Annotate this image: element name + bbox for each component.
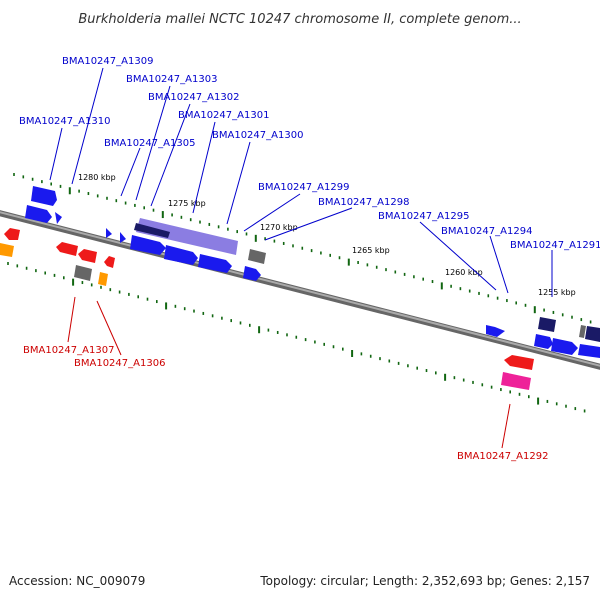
gene-arrow[interactable] [56, 242, 78, 256]
kbp-label: 1280 kbp [78, 173, 116, 182]
gene-label[interactable]: BMA10247_A1294 [441, 226, 532, 237]
gene-arrow[interactable] [134, 223, 170, 238]
gene-box[interactable] [585, 326, 600, 342]
gene-arrow[interactable] [578, 344, 600, 358]
gene-arrow[interactable] [534, 334, 553, 349]
kbp-label: 1270 kbp [260, 223, 298, 232]
gene-label[interactable]: BMA10247_A1305 [104, 138, 195, 149]
gene-label[interactable]: BMA10247_A1300 [212, 130, 303, 141]
gene-label[interactable]: BMA10247_A1299 [258, 182, 349, 193]
gene-labels: BMA10247_A1309 BMA10247_A1303 BMA10247_A… [19, 56, 600, 462]
gene-arrow[interactable] [55, 212, 62, 224]
gene-label[interactable]: BMA10247_A1291 [510, 240, 600, 251]
gene-label[interactable]: BMA10247_A1310 [19, 116, 110, 127]
gene-label[interactable]: BMA10247_A1309 [62, 56, 153, 67]
gene-arrow[interactable] [130, 235, 166, 255]
gene-box[interactable] [501, 372, 531, 390]
gene-label[interactable]: BMA10247_A1292 [457, 451, 548, 462]
kbp-label: 1260 kbp [445, 268, 483, 277]
accession-text: Accession: NC_009079 [9, 574, 146, 588]
gene-label[interactable]: BMA10247_A1295 [378, 211, 469, 222]
gene-box[interactable] [579, 325, 586, 338]
gene-label[interactable]: BMA10247_A1301 [178, 110, 269, 121]
gene-arrow[interactable] [164, 245, 198, 265]
gene-label[interactable]: BMA10247_A1307 [23, 345, 114, 356]
gene-box[interactable] [248, 249, 266, 264]
gene-arrow[interactable] [198, 254, 232, 273]
gene-arrow[interactable] [25, 205, 52, 223]
gene-box[interactable] [98, 272, 108, 286]
kbp-label: 1275 kbp [168, 199, 206, 208]
gene-box[interactable] [538, 317, 556, 332]
gene-arrow[interactable] [4, 228, 20, 240]
gene-box[interactable] [0, 243, 14, 257]
kbp-labels: 1280 kbp 1275 kbp 1270 kbp 1265 kbp 1260… [78, 173, 576, 297]
gene-label[interactable]: BMA10247_A1298 [318, 197, 409, 208]
gene-box[interactable] [74, 265, 92, 281]
kbp-label: 1265 kbp [352, 246, 390, 255]
gene-arrow[interactable] [486, 325, 505, 337]
gene-arrow[interactable] [120, 232, 126, 243]
gene-arrow[interactable] [106, 228, 112, 238]
gene-label[interactable]: BMA10247_A1306 [74, 358, 165, 369]
gene-arrow[interactable] [243, 266, 261, 281]
gene-arrow[interactable] [551, 338, 578, 355]
gene-arrow[interactable] [504, 355, 534, 370]
gene-label[interactable]: BMA10247_A1303 [126, 74, 217, 85]
gene-arrow[interactable] [78, 249, 97, 263]
label-leader-lines [49, 67, 553, 449]
gene-region[interactable] [136, 218, 238, 255]
gene-label[interactable]: BMA10247_A1302 [148, 92, 239, 103]
genes [0, 186, 600, 390]
kbp-ticks [7, 173, 592, 413]
gene-arrow[interactable] [104, 256, 115, 268]
gene-arrow[interactable] [31, 186, 57, 206]
genome-summary-text: Topology: circular; Length: 2,352,693 bp… [260, 574, 590, 588]
map-title: Burkholderia mallei NCTC 10247 chromosom… [78, 12, 521, 27]
kbp-label: 1255 kbp [538, 288, 576, 297]
chromosome-backbone [0, 210, 600, 370]
